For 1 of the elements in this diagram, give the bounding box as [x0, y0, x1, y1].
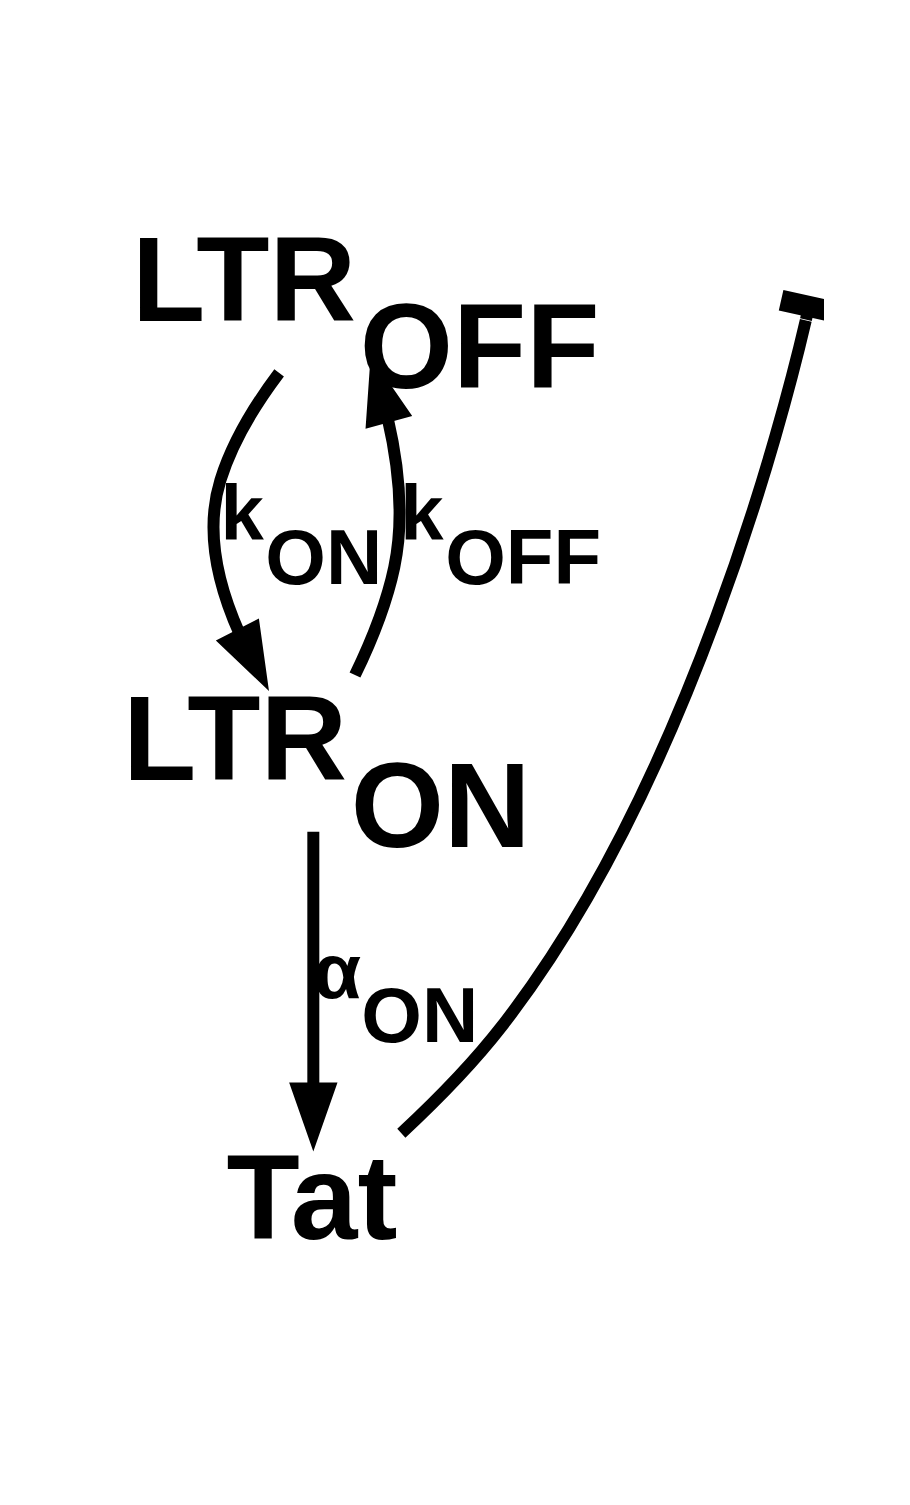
node-text: Tat [225, 1129, 397, 1264]
